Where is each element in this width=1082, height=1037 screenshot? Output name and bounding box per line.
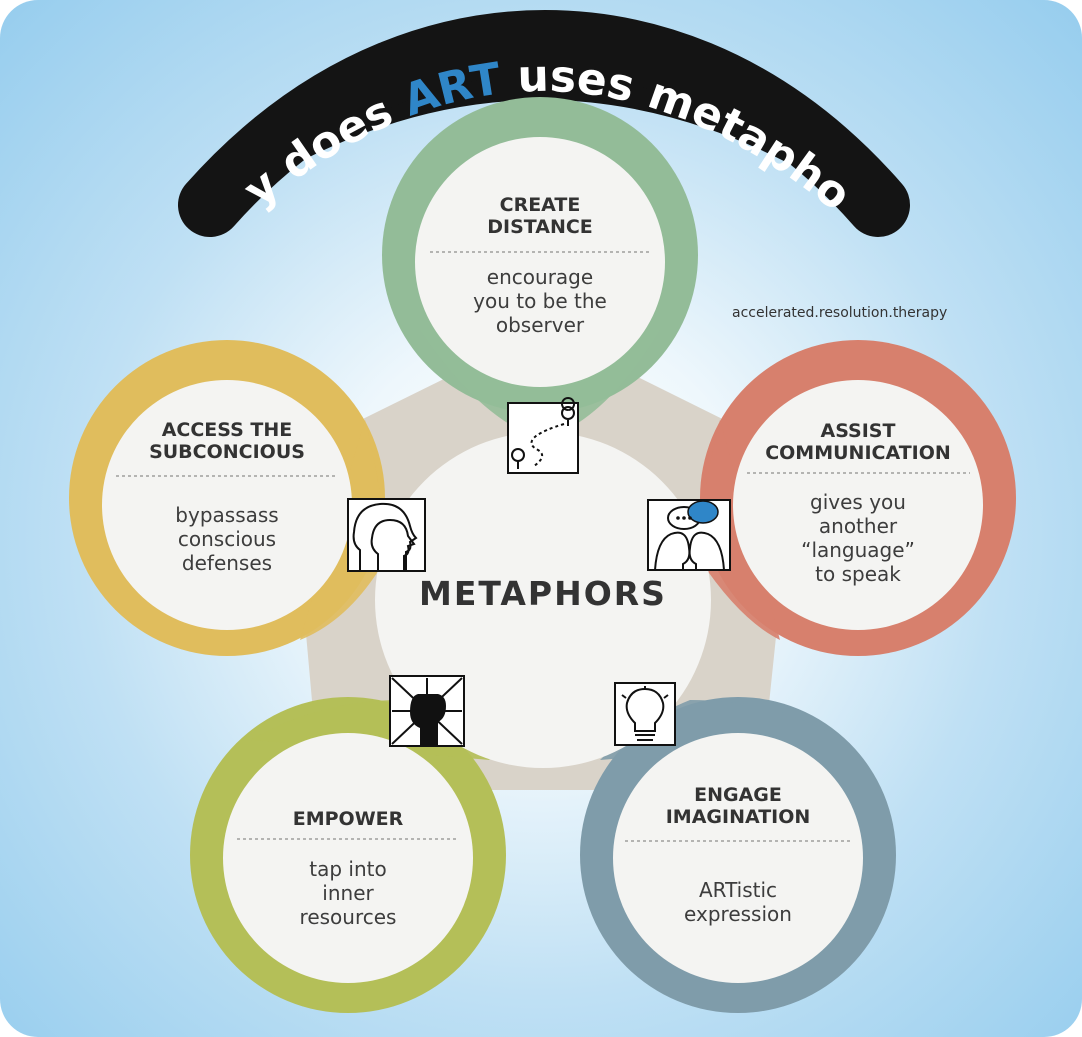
- heading-line: DISTANCE: [487, 216, 593, 238]
- empower-disk: [223, 733, 473, 983]
- heading-line: ASSIST: [820, 420, 896, 442]
- body-line: bypassass: [175, 503, 279, 527]
- body-line: expression: [684, 902, 792, 926]
- body-line: defenses: [181, 551, 273, 575]
- assist-communication-heading: ASSIST COMMUNICATION: [765, 420, 951, 464]
- body-line: tap into: [309, 857, 387, 881]
- access-subconscious-disk: [102, 380, 352, 630]
- access-subconscious-heading: ACCESS THE SUBCONCIOUS: [149, 419, 305, 463]
- raised-fist-icon: [389, 675, 465, 747]
- heading-line: SUBCONCIOUS: [149, 441, 305, 463]
- empower-heading: EMPOWER: [293, 808, 404, 830]
- body-line: observer: [495, 313, 585, 337]
- center-label: METAPHORS: [419, 574, 667, 613]
- create-distance-body: encourage you to be the observer: [473, 265, 607, 337]
- body-line: you to be the: [473, 289, 607, 313]
- body-line: inner: [322, 881, 374, 905]
- heading-line: ACCESS THE: [161, 419, 293, 441]
- engage-imagination-disk: [613, 733, 863, 983]
- access-subconscious-body: bypassass conscious defenses: [175, 503, 278, 575]
- body-line: to speak: [815, 562, 901, 586]
- heading-line: EMPOWER: [292, 808, 404, 830]
- create-distance-disk: [415, 137, 665, 387]
- heading-line: COMMUNICATION: [765, 442, 951, 464]
- credit-handle: accelerated.resolution.therapy: [732, 305, 948, 321]
- body-line: another: [818, 514, 898, 538]
- body-line: “language”: [801, 538, 915, 562]
- body-line: ARTistic: [698, 878, 778, 902]
- engage-imagination-body: ARTistic expression: [684, 878, 792, 926]
- heading-line: CREATE: [499, 194, 581, 216]
- create-distance-heading: CREATE DISTANCE: [487, 194, 593, 238]
- body-line: resources: [299, 905, 397, 929]
- heading-line: IMAGINATION: [665, 806, 811, 828]
- body-line: encourage: [486, 265, 594, 289]
- map-route-icon: [507, 397, 579, 474]
- speech-bubbles-icon: [647, 499, 731, 571]
- body-line: gives you: [810, 490, 906, 514]
- assist-communication-body: gives you another “language” to speak: [801, 490, 915, 586]
- heading-line: ENGAGE: [694, 784, 782, 806]
- empower-body: tap into inner resources: [300, 857, 397, 929]
- head-profile-icon: [347, 498, 426, 572]
- engage-imagination-heading: ENGAGE IMAGINATION: [666, 784, 811, 828]
- body-line: conscious: [177, 527, 277, 551]
- lightbulb-icon: [614, 682, 676, 746]
- assist-communication-disk: [733, 380, 983, 630]
